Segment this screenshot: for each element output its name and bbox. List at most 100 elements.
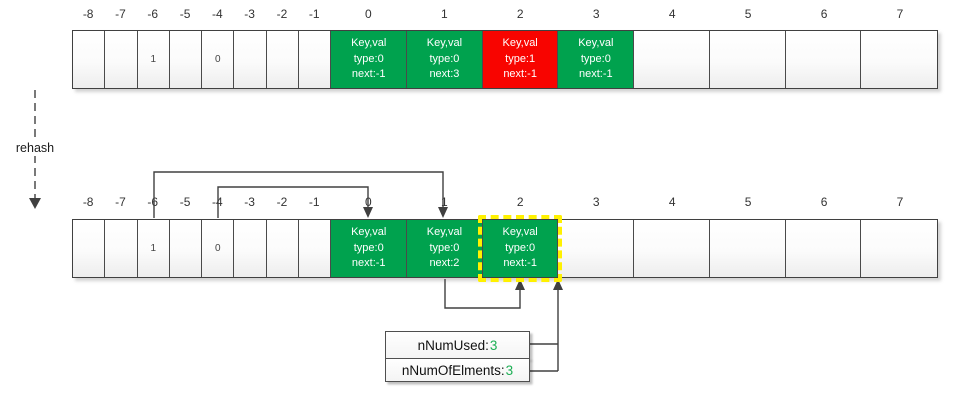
index-label: 2 bbox=[516, 195, 524, 209]
index-label: 3 bbox=[592, 195, 600, 209]
bucket-cell--4: 0 bbox=[202, 31, 235, 88]
bucket-cell--2 bbox=[266, 220, 300, 277]
entry-line: Key,val bbox=[426, 37, 463, 50]
index-labels-after: -8 -7 -6 -5 -4 -3 -2 -1 0 1 2 3 4 5 6 7 bbox=[72, 194, 938, 210]
bucket-cell--7 bbox=[105, 220, 138, 277]
index-label: -8 bbox=[82, 7, 94, 21]
entry-line: next:-1 bbox=[579, 68, 613, 81]
entry-cell-1: Key,val type:0 next:2 bbox=[407, 220, 483, 277]
index-label: 1 bbox=[440, 195, 448, 209]
index-label: 2 bbox=[516, 7, 524, 21]
bucket-cell-7 bbox=[861, 220, 937, 277]
bucket-cell-6 bbox=[785, 31, 862, 88]
num-used-box: nNumUsed:3 bbox=[385, 331, 530, 359]
index-label: 7 bbox=[896, 7, 904, 21]
index-label: 4 bbox=[668, 195, 676, 209]
entry-line: Key,val bbox=[426, 226, 463, 239]
bucket-cell--7 bbox=[105, 31, 138, 88]
bucket-value: 1 bbox=[150, 54, 157, 65]
entry-line: type:0 bbox=[580, 52, 611, 65]
index-label: -5 bbox=[179, 195, 191, 209]
index-label: 7 bbox=[896, 195, 904, 209]
entry-line: type:1 bbox=[505, 52, 536, 65]
entry-cell-0: Key,val type:0 next:-1 bbox=[331, 31, 408, 88]
bucket-cell--5 bbox=[169, 31, 203, 88]
entry-line: next:-1 bbox=[351, 68, 386, 81]
hash-array-after: 1 0 Key,val type:0 next:-1 Key,val type:0 next:… bbox=[72, 219, 938, 278]
bucket-cell--1 bbox=[299, 220, 332, 277]
entry-line: type:0 bbox=[353, 52, 384, 65]
arrowhead-next2 bbox=[515, 279, 525, 290]
index-label: -3 bbox=[244, 7, 255, 21]
entry-line: Key,val bbox=[502, 37, 538, 50]
index-label: -7 bbox=[115, 7, 126, 21]
index-label: -6 bbox=[147, 7, 159, 21]
index-label: 1 bbox=[440, 7, 448, 21]
bucket-cell--1 bbox=[299, 31, 332, 88]
bucket-cell-7 bbox=[861, 31, 937, 88]
index-label: -2 bbox=[276, 7, 288, 21]
index-label: 4 bbox=[668, 7, 676, 21]
bucket-cell--6: 1 bbox=[137, 220, 170, 277]
counters-panel: nNumUsed:3 nNumOfElments:3 bbox=[385, 331, 530, 382]
index-label: 6 bbox=[820, 195, 828, 209]
bucket-cell--3 bbox=[234, 220, 267, 277]
index-label: -2 bbox=[276, 195, 288, 209]
num-of-elements-value: 3 bbox=[505, 362, 514, 378]
bucket-cell--5 bbox=[169, 220, 203, 277]
entry-line: next:3 bbox=[429, 68, 460, 81]
bucket-cell-4 bbox=[634, 31, 710, 88]
entry-line: next:2 bbox=[429, 257, 460, 270]
rehash-arrowhead bbox=[29, 198, 41, 209]
entry-line: Key,val bbox=[351, 37, 387, 50]
entry-cell-1: Key,val type:0 next:3 bbox=[407, 31, 483, 88]
index-label: 5 bbox=[744, 195, 752, 209]
entry-cell-2: Key,val type:0 next:-1 bbox=[482, 220, 559, 277]
index-label: 0 bbox=[365, 7, 372, 21]
bucket-value: 0 bbox=[215, 243, 221, 254]
num-used-value: 3 bbox=[489, 337, 498, 353]
bucket-cell-5 bbox=[709, 31, 786, 88]
index-label: -3 bbox=[244, 195, 255, 209]
index-label: -1 bbox=[308, 7, 320, 21]
index-label: -7 bbox=[115, 195, 126, 209]
index-label: 5 bbox=[744, 7, 752, 21]
arrowhead-counters bbox=[553, 279, 563, 290]
index-label: -8 bbox=[82, 195, 94, 209]
entry-line: Key,val bbox=[502, 226, 538, 239]
arrow-next2-link bbox=[444, 279, 521, 309]
index-label: 0 bbox=[365, 195, 372, 209]
bucket-cell-3 bbox=[558, 220, 635, 277]
index-label: -1 bbox=[308, 195, 320, 209]
bucket-cell--2 bbox=[266, 31, 300, 88]
index-label: -5 bbox=[179, 7, 191, 21]
entry-line: type:0 bbox=[429, 241, 460, 254]
index-label: -6 bbox=[147, 195, 159, 209]
entry-line: next:-1 bbox=[503, 68, 537, 81]
bucket-cell--8 bbox=[73, 31, 106, 88]
entry-cell-2: Key,val type:1 next:-1 bbox=[482, 31, 559, 88]
index-label: -4 bbox=[212, 7, 223, 21]
bucket-cell-6 bbox=[785, 220, 862, 277]
hash-array-before: 1 0 Key,val type:0 next:-1 Key,val type:0 next:… bbox=[72, 30, 938, 89]
entry-line: next:-1 bbox=[503, 257, 537, 270]
bucket-value: 0 bbox=[215, 54, 221, 65]
bucket-cell--8 bbox=[73, 220, 106, 277]
num-used-label: nNumUsed: bbox=[417, 337, 489, 353]
bucket-cell-5 bbox=[709, 220, 786, 277]
bucket-value: 1 bbox=[150, 243, 157, 254]
bucket-cell-4 bbox=[634, 220, 710, 277]
bucket-cell--4: 0 bbox=[202, 220, 235, 277]
num-of-elements-box: nNumOfElments:3 bbox=[385, 358, 530, 382]
bucket-cell--6: 1 bbox=[137, 31, 170, 88]
rehash-label: rehash bbox=[6, 140, 64, 156]
index-label: 6 bbox=[820, 7, 828, 21]
bucket-cell--3 bbox=[234, 31, 267, 88]
entry-line: type:0 bbox=[429, 52, 460, 65]
index-label: -4 bbox=[212, 195, 223, 209]
entry-line: type:0 bbox=[505, 241, 536, 254]
